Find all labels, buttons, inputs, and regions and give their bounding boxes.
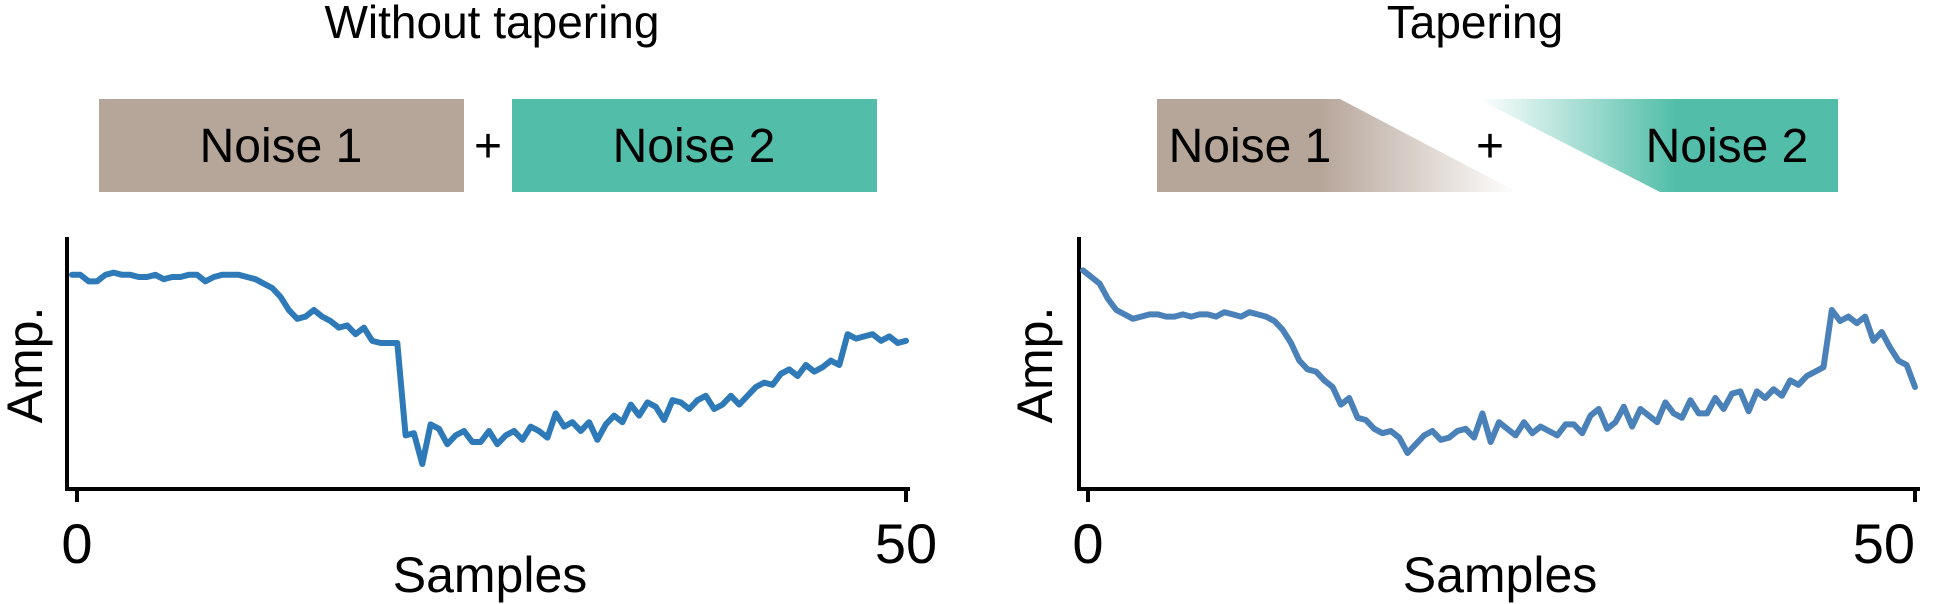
- noise-2-label: Noise 2: [613, 120, 776, 173]
- x-tick-label-50: 50: [1853, 512, 1915, 575]
- chart-2: 0 50 Samples Amp.: [1007, 237, 1920, 603]
- x-axis-label: Samples: [1403, 547, 1598, 603]
- series-line: [69, 269, 909, 467]
- noise-1-label: Noise 1: [200, 120, 363, 173]
- plus-sign: +: [474, 120, 502, 173]
- panel-without-tapering: Without tapering Noise 1 + Noise 2 0 50 …: [0, 0, 937, 603]
- x-tick-label-0: 0: [61, 512, 92, 575]
- x-axis-label: Samples: [393, 547, 588, 603]
- noise-1-box: [99, 99, 464, 192]
- noise-1-tapered-box: [1157, 99, 1517, 192]
- noise-1-label: Noise 1: [1169, 120, 1332, 173]
- series-line: [1080, 267, 1918, 456]
- x-tick-label-0: 0: [1072, 512, 1103, 575]
- chart-1: 0 50 Samples Amp.: [0, 237, 937, 603]
- panel-title: Tapering: [1387, 0, 1563, 48]
- y-axis-label: Amp.: [1007, 307, 1063, 424]
- noise-2-label: Noise 2: [1646, 120, 1809, 173]
- panel-tapering: Tapering Noise 1 + Noise 2 0 50 Samples …: [1007, 0, 1920, 603]
- panel-title: Without tapering: [325, 0, 660, 48]
- noise-2-box: [512, 99, 877, 192]
- y-axis-label: Amp.: [0, 307, 53, 424]
- plus-sign: +: [1476, 120, 1504, 173]
- x-tick-label-50: 50: [875, 512, 937, 575]
- noise-2-tapered-box: [1478, 99, 1838, 192]
